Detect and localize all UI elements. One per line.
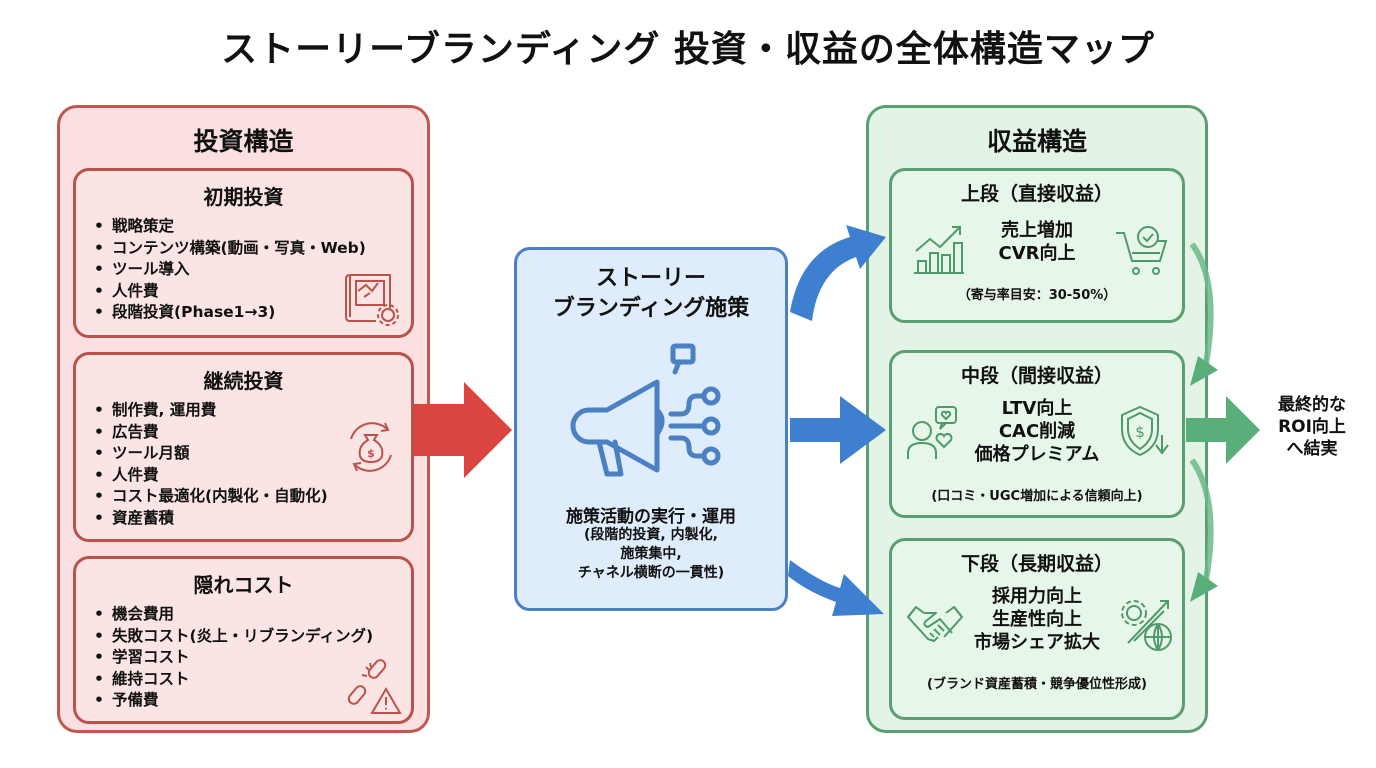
- revenue-panel: 収益構造 上段（直接収益） 売上増加 CVR向上 （寄与率目安：30-50%）: [866, 105, 1208, 733]
- ongoing-investment-box: 継続投資 制作費, 運用費 広告費 ツール月額 人件費 コスト最適化(内製化・自…: [73, 352, 414, 542]
- tier-line: CAC削減: [998, 421, 1076, 442]
- list-item: 広告費: [94, 422, 411, 444]
- list-item: 維持コスト: [94, 669, 411, 691]
- initiative-sub-text: (段階的投資, 内製化, 施策集中, チャネル横断の一貫性): [517, 526, 785, 583]
- blueprint-gear-icon: [345, 274, 399, 326]
- revenue-to-roi-arrow: [1186, 396, 1260, 464]
- section-title: 初期投資: [203, 185, 284, 209]
- long-term-revenue-box: 下段（長期収益） 採用力向上 生産性向上 市場シェア拡大 (ブランド資産蓄積・競…: [889, 538, 1185, 720]
- initiative-to-long-term-arrow: [788, 560, 884, 616]
- direct-to-indirect-arrow: [1189, 242, 1214, 365]
- tier-line: LTV向上: [1001, 398, 1073, 419]
- cart-check-icon: [1116, 226, 1168, 275]
- list-item: ツール導入: [94, 259, 411, 281]
- shield-dollar-down-icon: $: [1121, 405, 1169, 457]
- investment-panel: 投資構造 初期投資 戦略策定 コンテンツ構築(動画・写真・Web) ツール導入 …: [57, 105, 430, 733]
- item-list: 制作費, 運用費 広告費 ツール月額 人件費 コスト最適化(内製化・自動化) 資…: [76, 400, 411, 529]
- initiative-box: ストーリー ブランディング施策 施策活動の実行・運用 (段階的投資, 内製化, …: [514, 247, 788, 611]
- section-title: 隠れコスト: [193, 573, 294, 597]
- initiative-title-line: ストーリー: [595, 266, 706, 291]
- list-item: 戦略策定: [94, 216, 411, 238]
- initiative-main-text: 施策活動の実行・運用: [566, 507, 736, 527]
- tier-line: 価格プレミアム: [974, 444, 1100, 465]
- tier-title: 中段（間接収益）: [960, 365, 1113, 387]
- tier-title: 上段（直接収益）: [960, 183, 1113, 205]
- investment-to-initiative-arrow: [414, 382, 512, 478]
- indirect-revenue-box: 中段（間接収益） LTV向上 CAC削減 価格プレミアム (口コミ・UGC増加に…: [889, 350, 1185, 518]
- revenue-title: 収益構造: [986, 127, 1087, 156]
- list-item: 予備費: [94, 690, 411, 712]
- roi-line: へ結実: [1286, 439, 1338, 459]
- growth-chart-icon: [914, 226, 964, 274]
- tier-note: （寄与率目安：30-50%）: [957, 288, 1117, 303]
- initiative-sub-line: (段階的投資, 内製化,: [584, 527, 718, 543]
- initiative-title-line: ブランディング施策: [552, 296, 750, 321]
- initial-investment-box: 初期投資 戦略策定 コンテンツ構築(動画・写真・Web) ツール導入 人件費 段…: [73, 168, 414, 338]
- list-item: コンテンツ構築(動画・写真・Web): [94, 238, 411, 260]
- list-item: 失敗コスト(炎上・リブランディング): [94, 626, 411, 648]
- roi-outcome-text: 最終的な ROI向上 へ結実: [1262, 394, 1362, 460]
- svg-text:$: $: [1135, 423, 1145, 441]
- tier-main-text: 採用力向上 生産性向上 市場シェア拡大: [892, 585, 1182, 654]
- indirect-to-long-term-arrowhead: [1190, 572, 1218, 602]
- list-item: 制作費, 運用費: [94, 400, 411, 422]
- section-title: 継続投資: [203, 369, 284, 393]
- initiative-to-direct-arrow: [790, 225, 886, 321]
- initiative-to-indirect-arrow: [790, 396, 886, 464]
- tier-line: 市場シェア拡大: [974, 632, 1100, 653]
- list-item: 機会費用: [94, 604, 411, 626]
- list-item: ツール月額: [94, 443, 411, 465]
- page-title: ストーリーブランディング 投資・収益の全体構造マップ: [221, 29, 1155, 70]
- list-item: コスト最適化(内製化・自動化): [94, 486, 411, 508]
- initiative-title: ストーリー ブランディング施策: [517, 264, 785, 324]
- item-list: 機会費用 失敗コスト(炎上・リブランディング) 学習コスト 維持コスト 予備費: [76, 604, 411, 712]
- svg-text:$: $: [367, 447, 375, 460]
- hidden-cost-box: 隠れコスト 機会費用 失敗コスト(炎上・リブランディング) 学習コスト 維持コス…: [73, 556, 414, 724]
- roi-line: ROI向上: [1278, 417, 1346, 437]
- item-list: 戦略策定 コンテンツ構築(動画・写真・Web) ツール導入 人件費 段階投資(P…: [76, 216, 411, 324]
- tier-main-text: LTV向上 CAC削減 価格プレミアム: [892, 397, 1182, 466]
- broken-chain-warning-icon: [347, 659, 402, 714]
- gear-globe-growth-icon: [1121, 600, 1172, 651]
- direct-revenue-box: 上段（直接収益） 売上増加 CVR向上 （寄与率目安：30-50%）: [889, 168, 1185, 323]
- tier-line: 採用力向上: [992, 586, 1082, 607]
- list-item: 学習コスト: [94, 647, 411, 669]
- tier-title: 下段（長期収益）: [960, 553, 1113, 575]
- list-item: 段階投資(Phase1→3): [94, 302, 411, 324]
- list-item: 人件費: [94, 281, 411, 303]
- tier-line: 生産性向上: [992, 609, 1082, 630]
- indirect-to-long-term-arrow: [1189, 458, 1214, 581]
- initiative-sub-line: 施策集中,: [620, 546, 682, 562]
- tier-main-text: 売上増加 CVR向上: [892, 219, 1182, 265]
- direct-to-indirect-arrowhead: [1190, 356, 1218, 386]
- tier-note: (ブランド資産蓄積・競争優位性形成): [927, 677, 1147, 692]
- roi-line: 最終的な: [1278, 395, 1346, 415]
- initiative-sub-line: チャネル横断の一貫性): [577, 565, 725, 581]
- list-item: 人件費: [94, 465, 411, 487]
- tier-line: 売上増加: [1001, 220, 1073, 241]
- handshake-icon: [907, 606, 963, 642]
- megaphone-network-icon: [570, 343, 721, 477]
- tier-note: (口コミ・UGC増加による信頼向上): [931, 489, 1143, 504]
- customer-heart-icon: [907, 406, 957, 459]
- money-bag-cycle-icon: $: [350, 422, 392, 472]
- tier-line: CVR向上: [998, 243, 1076, 264]
- list-item: 資産蓄積: [94, 508, 411, 530]
- investment-title: 投資構造: [193, 127, 294, 156]
